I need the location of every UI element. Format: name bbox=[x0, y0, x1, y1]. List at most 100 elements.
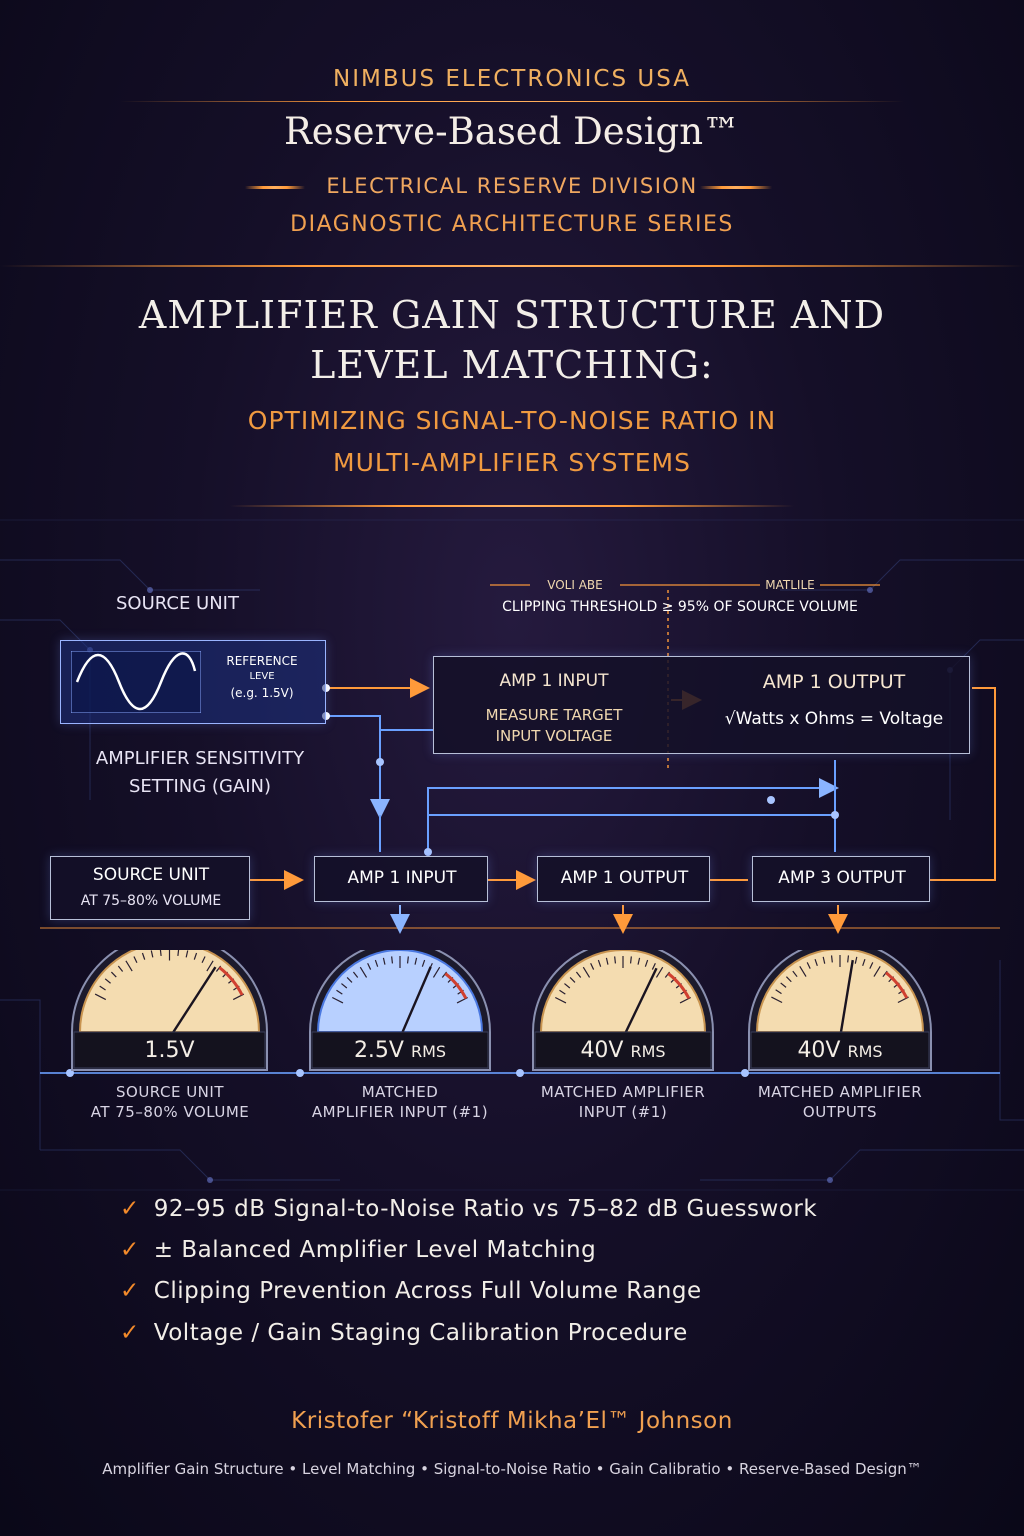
meter-tick bbox=[847, 955, 850, 963]
reference-line-1: REFERENCE bbox=[226, 654, 298, 668]
meter-readout-panel bbox=[750, 1031, 930, 1069]
meter-2-value: 2.5V bbox=[353, 1038, 404, 1063]
meter-tick bbox=[367, 962, 372, 970]
meter-face bbox=[316, 949, 484, 1033]
meter-tick bbox=[125, 960, 133, 972]
meter-tick bbox=[882, 970, 888, 978]
meter-tick bbox=[432, 966, 441, 978]
page-subtitle: OPTIMIZING SIGNAL-TO-NOISE RATIO IN MULT… bbox=[0, 400, 1024, 484]
meter-4-caption-line-1: MATCHED AMPLIFIER bbox=[757, 1083, 923, 1101]
meter-tick bbox=[854, 956, 858, 964]
upper-amp-input-sub-1: MEASURE TARGET bbox=[485, 706, 623, 724]
sensitivity-label: AMPLIFIER SENSITIVITY SETTING (GAIN) bbox=[80, 745, 320, 801]
benefit-text: 92–95 dB Signal-to-Noise Ratio vs 75–82 … bbox=[153, 1196, 818, 1222]
meter-tick bbox=[332, 996, 344, 1004]
chain-amp1-input: AMP 1 INPUT bbox=[314, 856, 488, 902]
meter-tick bbox=[555, 996, 567, 1004]
meter-tick bbox=[862, 958, 866, 966]
benefit-item: ✓92–95 dB Signal-to-Noise Ratio vs 75–82… bbox=[120, 1196, 817, 1222]
meter-face bbox=[539, 949, 707, 1033]
meter-tick bbox=[206, 960, 214, 972]
meter-tick bbox=[406, 956, 409, 964]
vu-meter-gauge bbox=[748, 940, 932, 1071]
meter-tick bbox=[785, 976, 792, 983]
meter-tick bbox=[346, 977, 353, 983]
meter-2-unit: RMS bbox=[410, 1042, 447, 1061]
meter-tick bbox=[133, 956, 138, 964]
meter-tick bbox=[564, 983, 571, 989]
meter-needle bbox=[168, 966, 217, 1039]
meter-red-zone bbox=[444, 972, 468, 1000]
chain-amp1-output-title: AMP 1 OUTPUT bbox=[560, 868, 689, 888]
chain-source-title: SOURCE UNIT bbox=[92, 865, 210, 885]
title-rule-top bbox=[0, 265, 1024, 267]
check-icon: ✓ bbox=[120, 1237, 140, 1263]
meter-1: 1.5V bbox=[68, 933, 271, 1072]
vu-meter-gauge bbox=[71, 933, 268, 1071]
meter-tick bbox=[391, 956, 394, 964]
page-title: AMPLIFIER GAIN STRUCTURE AND LEVEL MATCH… bbox=[0, 290, 1024, 390]
keyword-line: Amplifier Gain Structure • Level Matchin… bbox=[102, 1460, 922, 1478]
meter-face bbox=[755, 948, 925, 1033]
benefit-item: ✓Voltage / Gain Staging Calibration Proc… bbox=[120, 1320, 688, 1346]
check-icon: ✓ bbox=[120, 1278, 140, 1304]
meter-tick bbox=[590, 962, 595, 970]
meter-tick bbox=[117, 965, 124, 972]
meter-tick bbox=[141, 952, 146, 960]
brand-name: NIMBUS ELECTRONICS USA bbox=[333, 66, 691, 92]
vu-meter-gauge bbox=[532, 941, 714, 1071]
meter-3-caption-line-1: MATCHED AMPLIFIER bbox=[540, 1083, 706, 1101]
chain-amp3-output-title: AMP 3 OUTPUT bbox=[778, 868, 906, 888]
meter-red-zone bbox=[218, 966, 244, 996]
meter-tick bbox=[806, 962, 811, 969]
chain-amp3-output: AMP 3 OUTPUT bbox=[752, 856, 930, 902]
meter-tick bbox=[814, 958, 818, 966]
title-line-1: AMPLIFIER GAIN STRUCTURE AND bbox=[138, 293, 886, 337]
reference-line-2: LEVE bbox=[249, 671, 275, 682]
meter-4-caption: MATCHED AMPLIFIER OUTPUTS bbox=[730, 1082, 950, 1122]
meter-red-zone bbox=[885, 971, 909, 999]
meter-2-caption-line-2: AMPLIFIER INPUT (#1) bbox=[311, 1103, 489, 1121]
source-unit-label: SOURCE UNIT bbox=[116, 593, 239, 614]
meter-tick bbox=[679, 996, 691, 1004]
meter-4-reading: 40V RMS bbox=[745, 1038, 935, 1063]
meter-3-value: 40V bbox=[580, 1038, 624, 1063]
meter-tick bbox=[775, 989, 782, 995]
vu-meter-gauge bbox=[309, 941, 491, 1071]
meter-3-caption: MATCHED AMPLIFIER INPUT (#1) bbox=[513, 1082, 733, 1122]
program-title: Reserve-Based Design™ bbox=[283, 110, 741, 153]
benefit-item: ✓± Balanced Amplifier Level Matching bbox=[120, 1237, 596, 1263]
meter-1-reading: 1.5V bbox=[68, 1038, 271, 1063]
meter-2-reading: 2.5V RMS bbox=[306, 1038, 494, 1063]
chain-source-unit: SOURCE UNIT AT 75–80% VOLUME bbox=[50, 856, 250, 920]
meter-2: 2.5V RMS bbox=[306, 941, 494, 1072]
meter-3: 40V RMS bbox=[529, 941, 717, 1072]
meter-3-reading: 40V RMS bbox=[529, 1038, 717, 1063]
meter-tick bbox=[873, 966, 881, 977]
meter-tick bbox=[614, 956, 617, 964]
meter-tick bbox=[94, 993, 107, 1001]
meter-tick bbox=[150, 950, 154, 958]
title-rule-bottom bbox=[230, 505, 794, 507]
meter-1-caption-line-2: AT 75–80% VOLUME bbox=[90, 1103, 250, 1121]
author-name: Kristofer “Kristoff Mikha’El™ Johnson bbox=[291, 1408, 733, 1434]
meter-tick bbox=[644, 959, 649, 967]
reference-signal-box: REFERENCE LEVE (e.g. 1.5V) bbox=[60, 640, 326, 724]
power-voltage-formula: √Watts x Ohms = Voltage bbox=[724, 709, 944, 729]
meter-red-zone bbox=[667, 972, 691, 1000]
meter-tick bbox=[341, 983, 348, 989]
meter-tick bbox=[771, 996, 783, 1004]
chain-amp1-output: AMP 1 OUTPUT bbox=[537, 856, 710, 902]
meter-tick bbox=[185, 950, 189, 958]
reference-line-3: (e.g. 1.5V) bbox=[230, 686, 294, 700]
meter-readout-panel bbox=[311, 1031, 489, 1069]
meter-tick bbox=[374, 959, 379, 967]
meter-tick bbox=[177, 948, 180, 957]
benefit-text: Voltage / Gain Staging Calibration Proce… bbox=[153, 1320, 688, 1346]
upper-amp-input-sub-2: INPUT VOLTAGE bbox=[495, 727, 613, 745]
meter-1-caption: SOURCE UNIT AT 75–80% VOLUME bbox=[60, 1082, 280, 1122]
reference-level-text: REFERENCE LEVE (e.g. 1.5V) bbox=[207, 653, 317, 701]
meter-4-caption-line-2: OUTPUTS bbox=[802, 1103, 878, 1121]
matching-header: MATLILE bbox=[765, 578, 815, 592]
meter-tick bbox=[99, 985, 106, 991]
